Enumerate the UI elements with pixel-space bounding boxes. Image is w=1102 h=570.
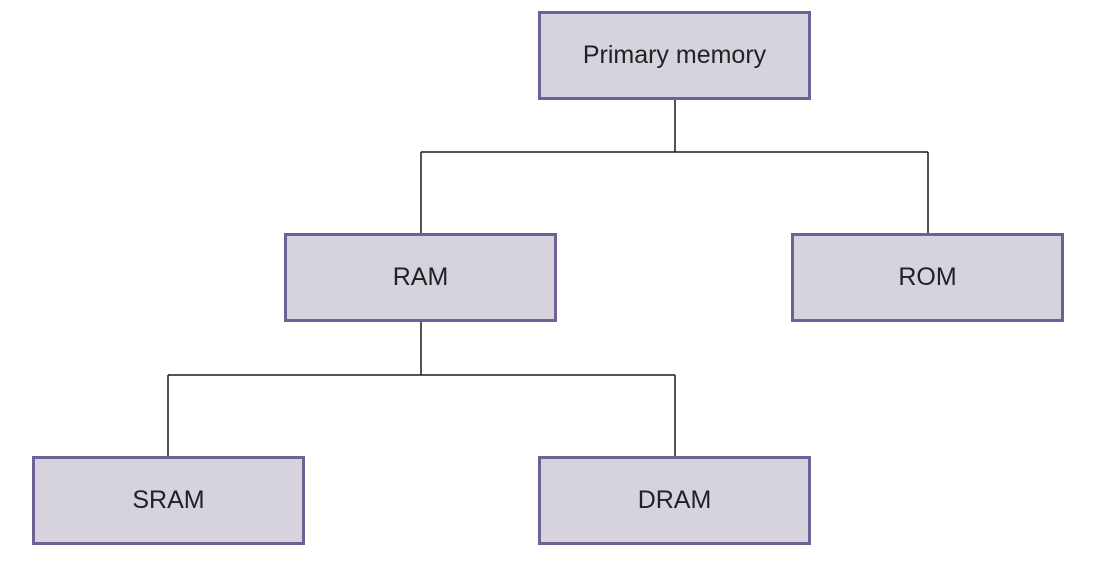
node-primary-memory-label: Primary memory bbox=[582, 41, 767, 69]
node-dram: DRAM bbox=[538, 456, 811, 545]
node-sram: SRAM bbox=[32, 456, 305, 545]
node-rom-label: ROM bbox=[898, 263, 957, 291]
node-dram-label: DRAM bbox=[637, 486, 712, 514]
node-ram-label: RAM bbox=[392, 263, 449, 291]
node-sram-label: SRAM bbox=[132, 486, 205, 514]
node-rom: ROM bbox=[791, 233, 1064, 322]
node-primary-memory: Primary memory bbox=[538, 11, 811, 100]
node-ram: RAM bbox=[284, 233, 557, 322]
